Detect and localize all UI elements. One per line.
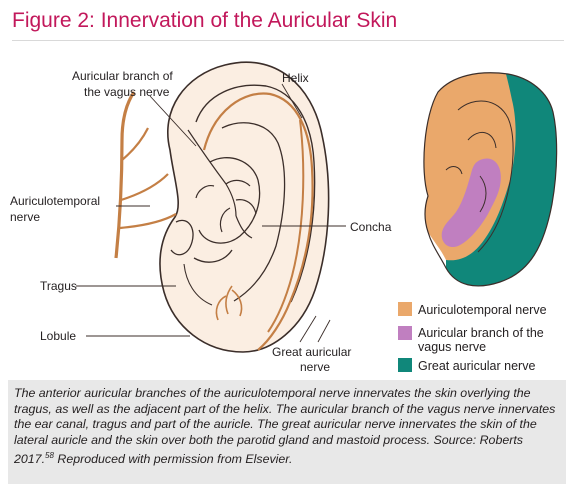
figure-caption: The anterior auricular branches of the a…: [14, 386, 562, 468]
concha-bowl: [198, 157, 261, 244]
figure-title: Figure 2: Innervation of the Auricular S…: [12, 9, 398, 32]
legend-label-great-auricular: Great auricular nerve: [418, 359, 535, 373]
caption-background: [8, 380, 566, 484]
great-auricular-nerve-lobule: [215, 285, 243, 321]
auriculotemporal-nerve-branches: [119, 127, 177, 230]
legend-item-great-auricular: Great auricular nerve: [398, 358, 535, 373]
title-divider: [12, 40, 564, 41]
label-great-auricular-line2: nerve: [300, 360, 330, 374]
legend-swatch-great-auricular: [398, 358, 412, 372]
legend-swatch-vagus: [398, 326, 412, 340]
ear-innervation-diagram: Auricular branch of the vagus nerve Heli…: [10, 61, 558, 374]
great-auricular-nerve-helix: [202, 92, 314, 351]
legend-label-vagus-line1: Auricular branch of the: [418, 326, 544, 340]
antihelix: [221, 122, 286, 302]
zone-vagus: [441, 158, 501, 248]
zone-great-auricular: [446, 74, 557, 286]
label-helix: Helix: [282, 71, 309, 85]
label-vagus-line2: the vagus nerve: [84, 85, 170, 99]
great-auricular-nerve-antihelix: [267, 119, 305, 333]
legend-label-vagus-line2: vagus nerve: [418, 340, 486, 354]
caption-reference-number: 58: [45, 451, 54, 460]
legend: Auriculotemporal nerve Auricular branch …: [398, 302, 547, 373]
auriculotemporal-nerve-trunk: [114, 91, 136, 259]
helix-fold: [195, 84, 316, 303]
colour-coded-ear: [423, 72, 558, 287]
label-concha: Concha: [350, 220, 392, 234]
ear-outline: [159, 61, 330, 353]
small-ear-outline: [423, 72, 558, 287]
label-vagus-line1: Auricular branch of: [72, 69, 173, 83]
antitragus: [193, 249, 233, 263]
legend-item-auriculotemporal: Auriculotemporal nerve: [398, 302, 547, 317]
diagram-labels: Auricular branch of the vagus nerve Heli…: [10, 69, 392, 374]
vagus-branches: [187, 129, 257, 239]
legend-item-vagus: Auricular branch of the vagus nerve: [398, 326, 544, 354]
label-auriculotemporal-line1: Auriculotemporal: [10, 194, 100, 208]
caption-permission: Reproduced with permission from Elsevier…: [53, 452, 293, 467]
leader-lines: [76, 83, 346, 343]
label-lobule: Lobule: [40, 329, 76, 343]
ear-illustration: [114, 61, 330, 353]
label-tragus: Tragus: [40, 279, 77, 293]
tragus-shape: [170, 219, 194, 256]
caption-text: The anterior auricular branches of the a…: [14, 386, 556, 467]
label-great-auricular-line1: Great auricular: [272, 345, 351, 359]
label-auriculotemporal-line2: nerve: [10, 210, 40, 224]
legend-swatch-auriculotemporal: [398, 302, 412, 316]
legend-label-auriculotemporal: Auriculotemporal nerve: [418, 303, 547, 317]
lobule-crease: [183, 263, 213, 306]
small-ear-folds: [445, 100, 514, 253]
